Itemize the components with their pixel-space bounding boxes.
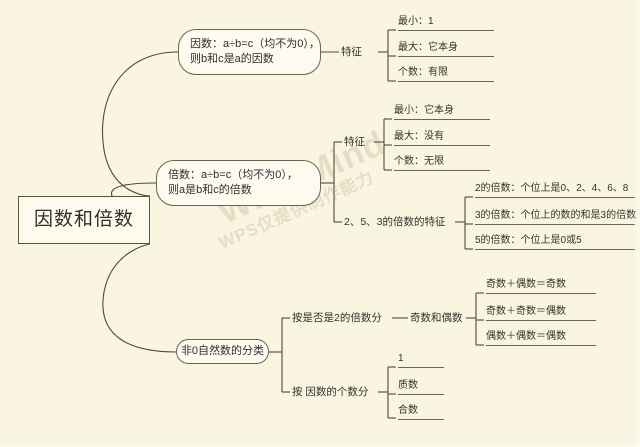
leaf-multiple-of-2[interactable]: 2的倍数：个位上是0、2、4、6、8 xyxy=(475,181,635,198)
leaf-multiple-of-5[interactable]: 5的倍数：个位上是0或5 xyxy=(475,233,635,250)
leaf-beishu-min[interactable]: 最小：它本身 xyxy=(394,103,490,120)
leaf-yinshu-count[interactable]: 个数：有限 xyxy=(398,65,494,82)
node-natural-number-classification[interactable]: 非0自然数的分类 xyxy=(176,339,269,364)
leaf-even-plus-even[interactable]: 偶数＋偶数＝偶数 xyxy=(486,329,596,346)
leaf-odd-plus-even[interactable]: 奇数＋偶数＝奇数 xyxy=(486,277,596,294)
leaf-yinshu-min[interactable]: 最小：1 xyxy=(398,14,494,31)
node-odd-and-even[interactable]: 奇数和偶数 xyxy=(410,311,463,324)
leaf-beishu-max[interactable]: 最大：没有 xyxy=(394,129,490,146)
leaf-prime[interactable]: 质数 xyxy=(398,378,444,395)
leaf-beishu-count[interactable]: 个数：无限 xyxy=(394,154,490,171)
node-yinshu-tezheng[interactable]: 特征 xyxy=(341,45,362,58)
link-root-to-feiling xyxy=(102,243,177,353)
root-node[interactable]: 因数和倍数 xyxy=(18,196,150,244)
node-beishu[interactable]: 倍数：a÷b=c（均不为0）， 则a是b和c的倍数 xyxy=(156,160,321,206)
node-by-factor-count[interactable]: 按 因数的个数分 xyxy=(292,385,369,398)
node-beishu-tezheng[interactable]: 特征 xyxy=(344,135,365,148)
node-multiples-feature[interactable]: 2、5、3的倍数的特征 xyxy=(344,215,446,228)
node-by-multiple-of-2[interactable]: 按是否是2的倍数分 xyxy=(292,311,382,324)
leaf-odd-plus-odd[interactable]: 奇数＋奇数＝偶数 xyxy=(486,304,596,321)
node-yinshu[interactable]: 因数：a÷b=c（均不为0）， 则b和c是a的因数 xyxy=(178,29,321,75)
leaf-multiple-of-3[interactable]: 3的倍数：个位上的数的和是3的倍数 xyxy=(475,208,636,225)
leaf-yinshu-max[interactable]: 最大：它本身 xyxy=(398,40,494,57)
leaf-one[interactable]: 1 xyxy=(398,351,444,368)
leaf-composite[interactable]: 合数 xyxy=(398,403,444,420)
link-root-to-yinshu xyxy=(102,51,179,197)
